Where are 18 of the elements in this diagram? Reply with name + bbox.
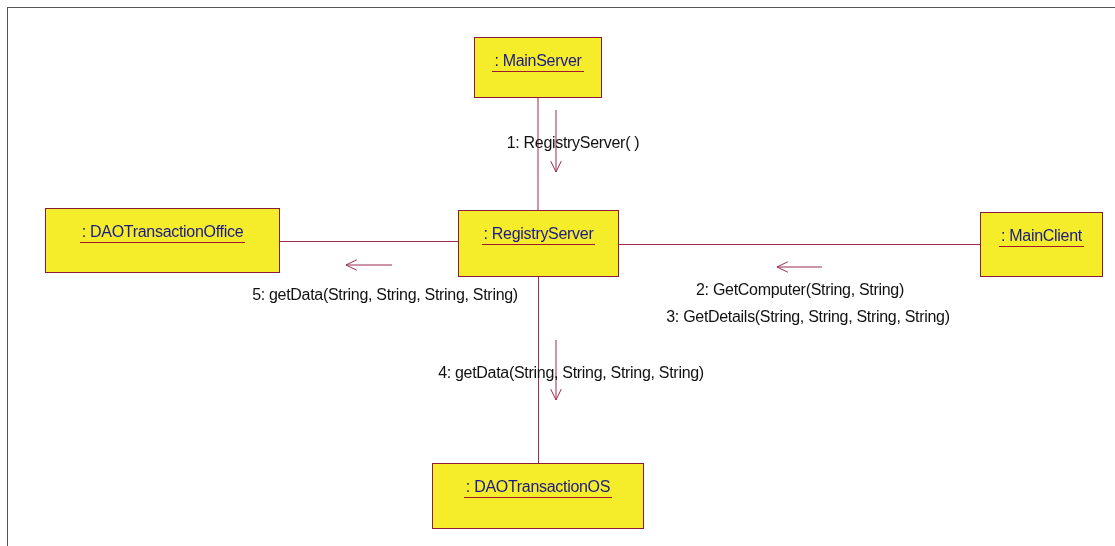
link-line: [279, 241, 459, 242]
object-box: [474, 37, 602, 98]
message-label: 2: GetComputer(String, String): [696, 281, 904, 299]
object-name: : MainClient: [999, 227, 1084, 247]
object-name: : DAOTransactionOffice: [79, 223, 246, 243]
object-box: [980, 212, 1103, 277]
object-box: [432, 463, 644, 529]
message-label: 1: RegistryServer( ): [506, 134, 640, 152]
message-label: 3: GetDetails(String, String, String, String): [666, 308, 950, 326]
object-box: [45, 208, 280, 273]
object-name: : DAOTransactionOS: [463, 478, 613, 498]
link-line: [538, 276, 539, 464]
link-line: [618, 244, 981, 245]
object-box: [458, 210, 619, 277]
message-label: 5: getData(String, String, String, String): [252, 286, 518, 304]
object-name: : MainServer: [492, 52, 584, 72]
link-line: [537, 97, 539, 211]
object-name: : RegistryServer: [481, 225, 596, 245]
